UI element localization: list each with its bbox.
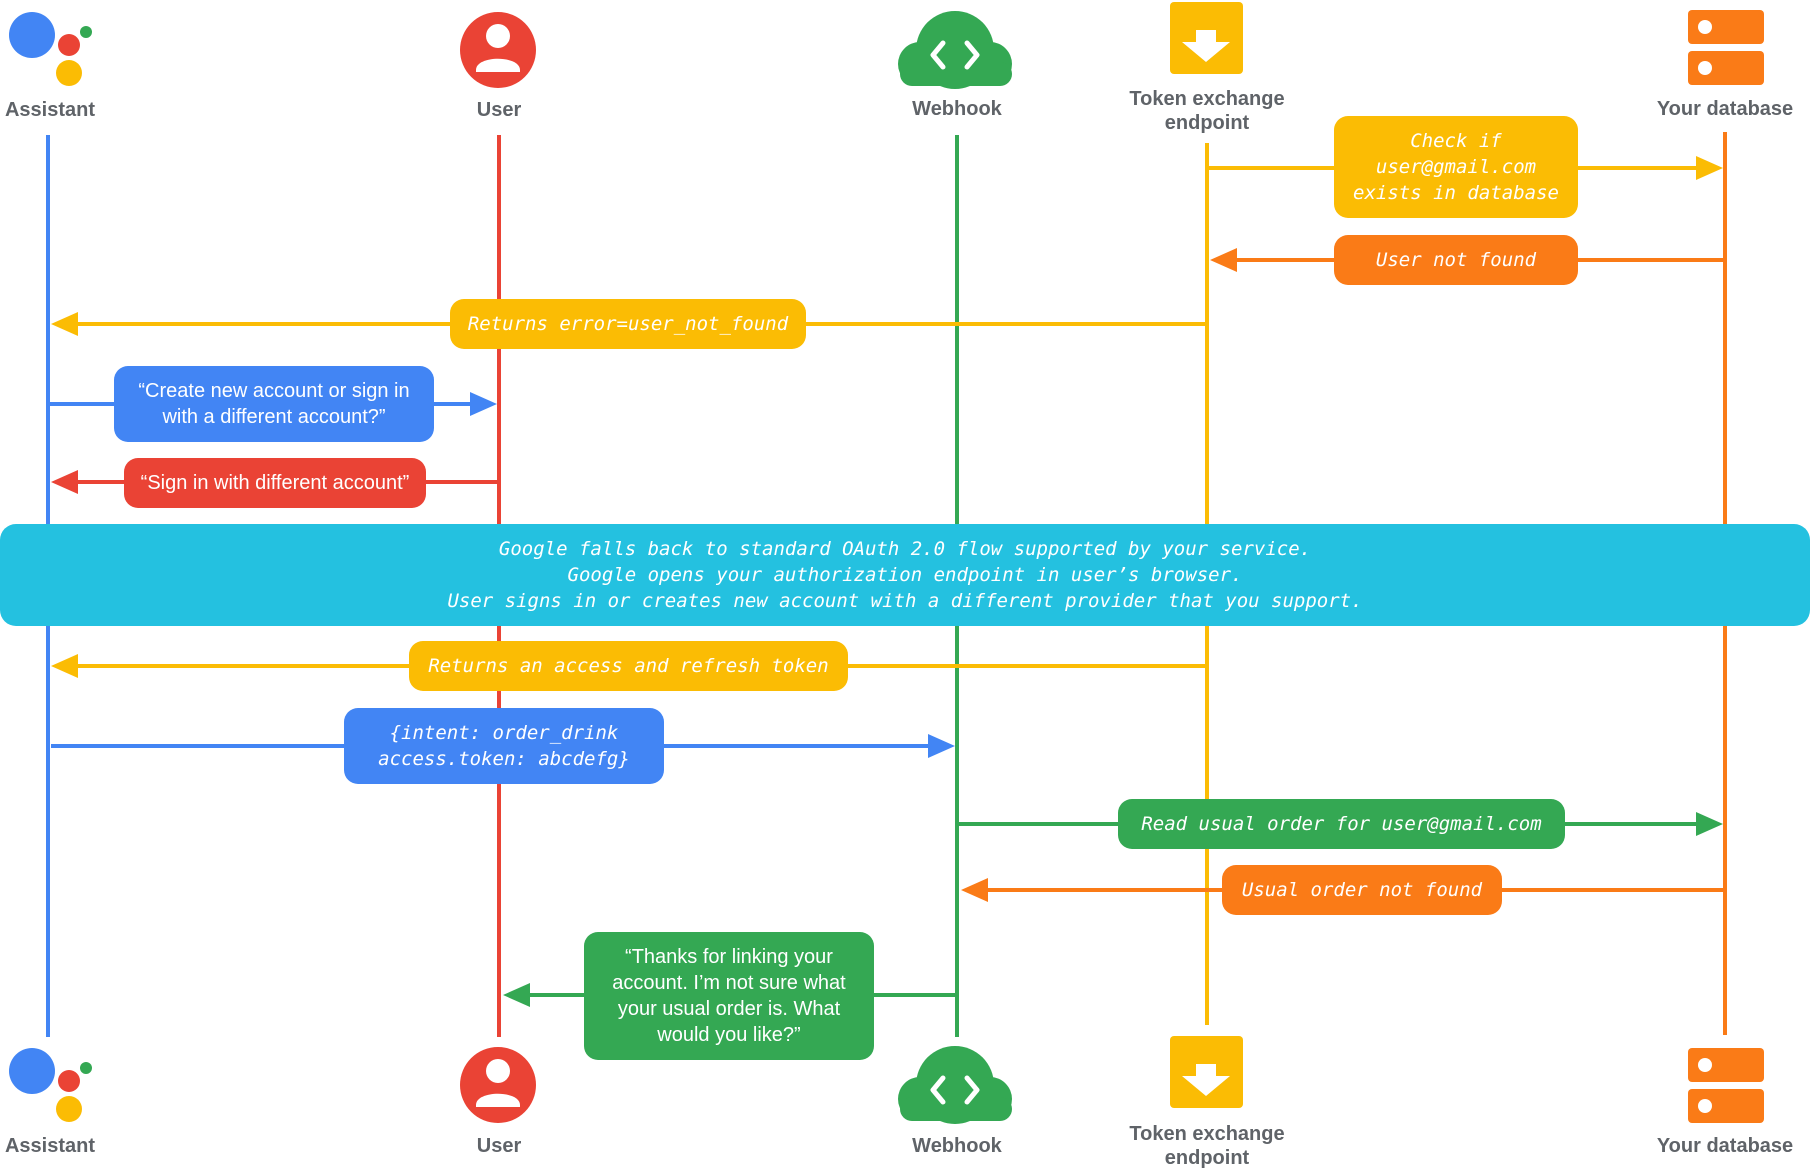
- webhook-label-bottom: Webhook: [912, 1135, 1002, 1157]
- message-create-account-prompt: “Create new account or sign in with a di…: [114, 366, 434, 442]
- cloud-code-icon: [898, 1046, 1012, 1124]
- message-user-not-found: User not found: [1334, 235, 1578, 285]
- message-thanks: “Thanks for linking your account. I’m no…: [584, 932, 874, 1060]
- message-returns-tokens: Returns an access and refresh token: [409, 641, 848, 691]
- webhook-label-top: Webhook: [912, 98, 1002, 120]
- google-assistant-icon: [9, 1048, 92, 1122]
- oauth-fallback-banner: Google falls back to standard OAuth 2.0 …: [0, 524, 1810, 626]
- message-sign-in-different: “Sign in with different account”: [124, 458, 426, 508]
- assistant-label-bottom: Assistant: [4, 1135, 96, 1157]
- database-server-icon: [1688, 10, 1764, 85]
- message-intent-payload: {intent: order_drink access.token: abcde…: [344, 708, 664, 784]
- token-endpoint-label-bottom: Token exchange endpoint: [1129, 1123, 1285, 1169]
- message-read-order: Read usual order for user@gmail.com: [1118, 799, 1565, 849]
- user-avatar-icon: [460, 12, 536, 88]
- database-server-icon: [1688, 1048, 1764, 1123]
- google-assistant-icon: [9, 12, 92, 86]
- token-endpoint-label-top: Token exchange endpoint: [1129, 88, 1285, 134]
- database-label-top: Your database: [1656, 98, 1794, 120]
- user-label-bottom: User: [476, 1135, 522, 1157]
- download-box-icon: [1170, 2, 1243, 74]
- message-returns-error: Returns error=user_not_found: [450, 299, 806, 349]
- user-label-top: User: [476, 99, 522, 121]
- database-label-bottom: Your database: [1656, 1135, 1794, 1157]
- user-avatar-icon: [460, 1047, 536, 1123]
- message-check-user: Check if user@gmail.com exists in databa…: [1334, 116, 1578, 218]
- assistant-label-top: Assistant: [4, 99, 96, 121]
- download-box-icon: [1170, 1036, 1243, 1108]
- message-order-not-found: Usual order not found: [1222, 865, 1502, 915]
- cloud-code-icon: [898, 11, 1012, 89]
